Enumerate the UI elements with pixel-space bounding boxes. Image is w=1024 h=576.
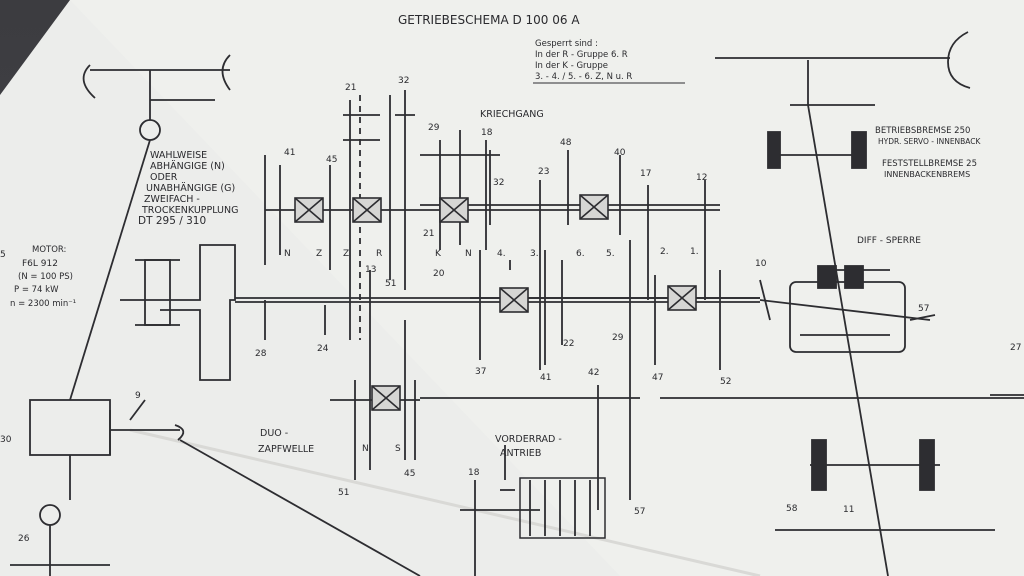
shift-K: K (435, 249, 442, 259)
gear-58: 58 (786, 504, 798, 514)
label-motor-2: F6L 912 (22, 259, 58, 269)
gear-32: 32 (398, 76, 409, 86)
label-motor-4: P = 74 kW (14, 285, 59, 295)
gear-20: 20 (433, 269, 445, 279)
gear-18: 18 (481, 128, 493, 138)
paper-highlight (70, 0, 1024, 576)
gear-29: 29 (428, 123, 440, 133)
schematic-title: GETRIEBESCHEMA D 100 06 A (398, 13, 580, 27)
label-motor-3: (N = 100 PS) (18, 272, 73, 282)
shift-g3: 3. (530, 249, 539, 259)
gear-30: 30 (0, 435, 12, 445)
gear-26: 26 (18, 534, 30, 544)
label-duo-2: ZAPFWELLE (258, 444, 314, 455)
paper-fold-shadow (129, 428, 761, 576)
schematic-lines (10, 31, 1024, 576)
gear-21b: 21 (423, 229, 434, 239)
gear-52: 52 (720, 377, 731, 387)
gear-11: 11 (843, 505, 854, 515)
label-wahlweise-4: UNABHÄNGIGE (G) (146, 183, 235, 194)
gear-47: 47 (652, 373, 663, 383)
label-feststellbremse-2: INNENBACKENBREMS (884, 170, 970, 179)
label-kriechgang: KRIECHGANG (480, 109, 544, 120)
gear-45b: 45 (404, 469, 415, 479)
gear-37: 37 (475, 367, 486, 377)
gear-28: 28 (255, 349, 267, 359)
gear-29b: 29 (612, 333, 624, 343)
gear-42: 42 (588, 368, 599, 378)
label-feststellbremse-1: FESTSTELLBREMSE 25 (882, 159, 977, 169)
gear-5: 5 (0, 250, 6, 260)
gear-57: 57 (918, 304, 929, 314)
gear-22: 22 (563, 339, 574, 349)
shift-g5: 5. (606, 249, 615, 259)
shift-Z2: Z (343, 249, 349, 259)
label-vorderrad-2: ANTRIEB (500, 448, 541, 459)
gear-18b: 18 (468, 468, 480, 478)
component-labels: KRIECHGANG WAHLWEISE ABHÄNGIGE (N) ODER … (10, 109, 982, 459)
gear-57b: 57 (634, 507, 645, 517)
label-vorderrad-1: VORDERRAD - (495, 434, 562, 445)
label-wahlweise-2: ABHÄNGIGE (N) (150, 161, 225, 172)
shift-g4: 4. (497, 249, 506, 259)
note-line-2: In der R - Gruppe 6. R (535, 50, 628, 60)
note-line-1: Gesperrt sind : (535, 39, 598, 49)
gear-12: 12 (696, 173, 707, 183)
gear-23: 23 (538, 167, 549, 177)
label-wahlweise-6: TROCKENKUPPLUNG (141, 205, 238, 216)
label-motor-1: MOTOR: (32, 245, 66, 255)
gear-9: 9 (135, 391, 141, 401)
label-wahlweise-1: WAHLWEISE (150, 150, 207, 161)
gear-51: 51 (385, 279, 396, 289)
gear-numbers: 21 32 29 18 48 41 45 40 23 17 12 32 21 1… (0, 76, 1021, 544)
gear-41b: 41 (540, 373, 551, 383)
label-wahlweise-7: DT 295 / 310 (138, 215, 206, 227)
gear-40: 40 (614, 148, 626, 158)
note-line-4: 3. - 4. / 5. - 6. Z, N u. R (535, 72, 632, 82)
shift-g2: 2. (660, 247, 669, 257)
label-motor-5: n = 2300 min⁻¹ (10, 299, 76, 309)
label-betriebsbremse-2: HYDR. SERVO - INNENBACK (878, 137, 982, 146)
shift-N2: N (465, 249, 472, 259)
shift-g6: 6. (576, 249, 585, 259)
shift-g1: 1. (690, 247, 699, 257)
label-diff-sperre: DIFF - SPERRE (857, 236, 921, 246)
gear-17: 17 (640, 169, 651, 179)
gear-10: 10 (755, 259, 767, 269)
shift-Z1: Z (316, 249, 322, 259)
shift-positions: N Z Z R K N 4. 3. 6. 5. 2. 1. N S (284, 247, 699, 454)
gear-13: 13 (365, 265, 376, 275)
gear-21: 21 (345, 83, 356, 93)
label-wahlweise-5: ZWEIFACH - (144, 194, 200, 205)
label-wahlweise-3: ODER (150, 172, 178, 183)
shift-N3: N (362, 444, 369, 454)
label-betriebsbremse-1: BETRIEBSBREMSE 250 (875, 126, 970, 136)
gear-48: 48 (560, 138, 572, 148)
gear-27: 27 (1010, 343, 1021, 353)
note-line-3: In der K - Gruppe (535, 61, 608, 71)
gear-32b: 32 (493, 178, 504, 188)
locking-note: Gesperrt sind : In der R - Gruppe 6. R I… (535, 39, 632, 82)
gear-51b: 51 (338, 488, 349, 498)
shift-S: S (395, 444, 401, 454)
gear-24: 24 (317, 344, 329, 354)
shift-N1: N (284, 249, 291, 259)
gear-41: 41 (284, 148, 295, 158)
gear-45: 45 (326, 155, 337, 165)
label-duo-1: DUO - (260, 428, 288, 439)
synchronizers (294, 194, 697, 411)
shift-R: R (376, 249, 382, 259)
